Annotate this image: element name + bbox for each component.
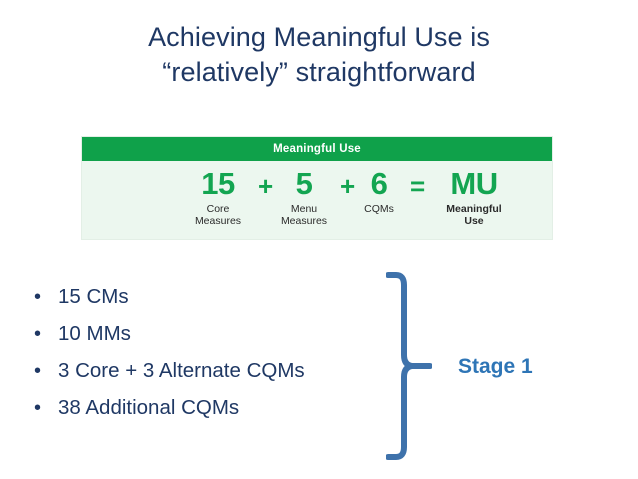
mu-term-label-line-2: Measures [280, 215, 328, 227]
stage-callout-label: Stage 1 [458, 355, 533, 378]
mu-term-label-line-2: Measures [194, 215, 242, 227]
mu-term-label-line-1: Core [206, 203, 230, 215]
mu-term-value: 15 [201, 166, 235, 201]
meaningful-use-graphic: Meaningful Use 15 Core Measures + 5 Menu… [81, 136, 553, 240]
mu-term-menu-measures: 5 Menu Measures [269, 166, 339, 228]
right-curly-brace-icon [386, 272, 432, 460]
mu-term-label: Core Measures [183, 203, 253, 227]
slide-title-line-1: Achieving Meaningful Use is [148, 22, 490, 52]
mu-term-core-measures: 15 Core Measures [183, 166, 253, 228]
mu-operator-plus-1: + [258, 171, 274, 201]
mu-graphic-header: Meaningful Use [82, 137, 552, 161]
mu-term-meaningful-use: MU Meaningful Use [426, 166, 522, 228]
mu-equation: 15 Core Measures + 5 Menu Measures + 6 C… [82, 161, 552, 240]
list-item: • 10 MMs [34, 319, 404, 356]
mu-term-value: 5 [295, 166, 313, 201]
list-item-label: 10 MMs [58, 322, 131, 345]
list-item: • 3 Core + 3 Alternate CQMs [34, 356, 404, 393]
bullet-marker-icon: • [34, 323, 42, 345]
list-item-label: 38 Additional CQMs [58, 396, 240, 419]
mu-term-label: CQMs [348, 203, 410, 215]
mu-term-label-line-1: Menu [290, 203, 318, 215]
bullet-list: • 15 CMs • 10 MMs • 3 Core + 3 Alternate… [34, 282, 404, 430]
mu-term-cqms: 6 CQMs [348, 166, 410, 216]
mu-term-label: Menu Measures [269, 203, 339, 227]
mu-term-label-line-1: CQMs [364, 203, 394, 215]
mu-term-label-line-2: Use [464, 215, 484, 227]
mu-term-label-line-1: Meaningful [446, 203, 502, 215]
bullet-marker-icon: • [34, 397, 42, 419]
mu-term-value: 6 [370, 166, 388, 201]
mu-term-label: Meaningful Use [426, 203, 522, 227]
list-item-label: 15 CMs [58, 285, 129, 308]
slide-title-line-2: “relatively” straightforward [162, 57, 476, 87]
mu-operator-plus-2: + [340, 171, 356, 201]
mu-operator-equals: = [410, 171, 426, 201]
list-item: • 38 Additional CQMs [34, 393, 404, 430]
bullet-marker-icon: • [34, 360, 42, 382]
list-item-label: 3 Core + 3 Alternate CQMs [58, 359, 305, 382]
bullet-marker-icon: • [34, 286, 42, 308]
mu-term-value: MU [450, 166, 498, 201]
list-item: • 15 CMs [34, 282, 404, 319]
slide-title: Achieving Meaningful Use is “relatively”… [0, 20, 638, 90]
